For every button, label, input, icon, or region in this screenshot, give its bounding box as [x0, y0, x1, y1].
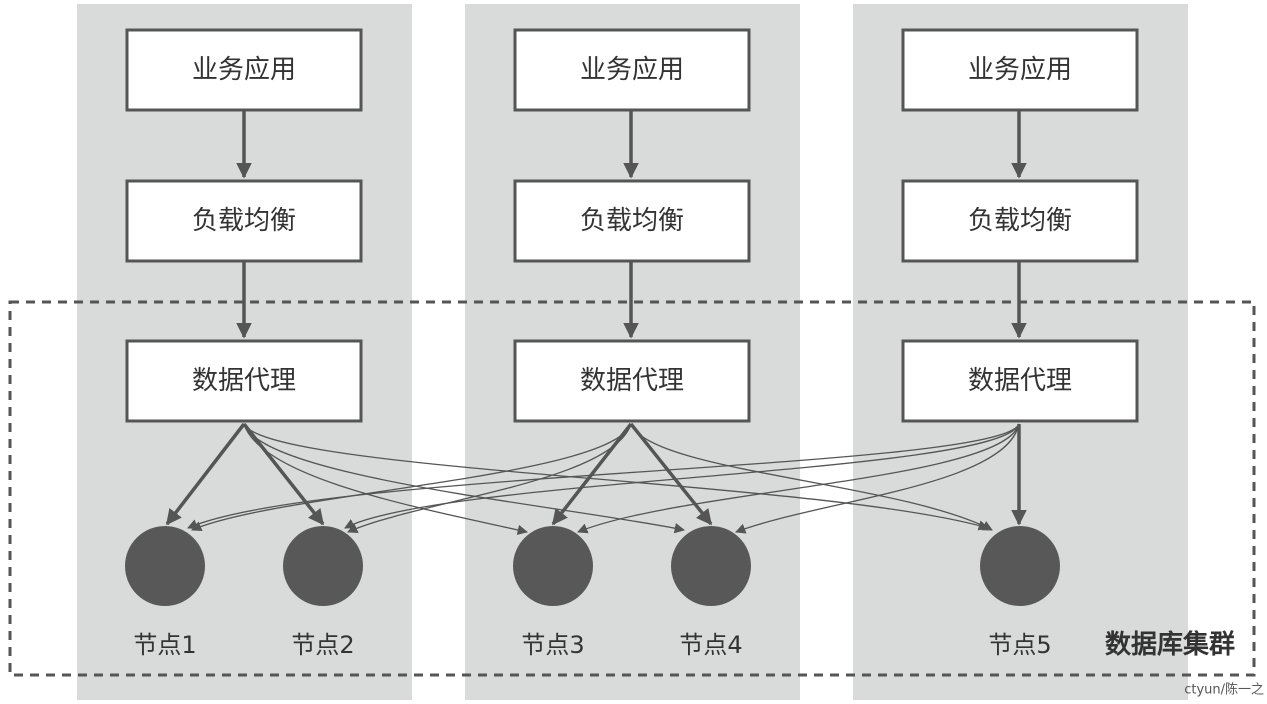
business-app-box-2: 业务应用: [513, 28, 751, 112]
database-node-2: 节点2: [283, 526, 363, 659]
data-proxy-label-2: 数据代理: [580, 366, 684, 396]
arrow-proxy2-node4: [629, 422, 713, 526]
load-balancer-label-2: 负载均衡: [580, 206, 684, 236]
node-circle-3: [513, 526, 593, 606]
load-balancer-box-1: 负载均衡: [125, 179, 363, 263]
database-node-3: 节点3: [513, 526, 593, 659]
secondary-proxy-arrows: [187, 423, 1020, 536]
node-label-2: 节点2: [291, 631, 354, 659]
watermark-text: ctyun/陈一之: [1184, 682, 1264, 698]
load-balancer-label-3: 负载均衡: [968, 206, 1072, 236]
primary-proxy-arrows: [165, 422, 1027, 526]
node-circle-1: [125, 526, 205, 606]
node-label-1: 节点1: [133, 631, 196, 659]
load-balancer-label-1: 负载均衡: [192, 206, 296, 236]
business-app-box-1: 业务应用: [125, 28, 363, 112]
database-node-4: 节点4: [671, 526, 751, 659]
arrow-proxy2-node5: [630, 423, 993, 531]
load-balancer-box-3: 负载均衡: [901, 179, 1139, 263]
database-node-1: 节点1: [125, 526, 205, 659]
node-circle-2: [283, 526, 363, 606]
database-cluster-label: 数据库集群: [1105, 629, 1235, 660]
arrow-proxy2-node2: [347, 423, 632, 533]
arrow-proxy3-node4: [735, 423, 1020, 534]
node-label-4: 节点4: [679, 631, 742, 659]
database-node-5: 节点5: [980, 526, 1060, 659]
business-app-label-1: 业务应用: [192, 55, 296, 85]
data-proxy-box-3: 数据代理: [901, 339, 1139, 423]
business-app-label-2: 业务应用: [580, 55, 684, 85]
arrow-proxy3-node3: [577, 423, 1020, 534]
arrow-proxy1-node2: [242, 422, 325, 526]
data-proxy-label-3: 数据代理: [968, 366, 1072, 396]
database-cluster-boundary: [8, 300, 1256, 677]
data-proxy-label-1: 数据代理: [192, 366, 296, 396]
data-proxy-box-1: 数据代理: [125, 339, 363, 423]
node-label-3: 节点3: [521, 631, 584, 659]
load-balancer-box-2: 负载均衡: [513, 179, 751, 263]
vertical-arrows: [236, 111, 1027, 339]
arrow-proxy1-node3: [243, 423, 529, 536]
arrow-proxy1-node1: [165, 422, 246, 526]
node-circle-5: [980, 526, 1060, 606]
node-circle-4: [671, 526, 751, 606]
business-app-label-3: 业务应用: [968, 55, 1072, 85]
arrow-proxy3-node2: [344, 423, 1020, 529]
arrow-proxy2-node3: [551, 422, 633, 526]
arrow-proxy1-node5: [243, 423, 990, 531]
business-app-box-3: 业务应用: [901, 28, 1139, 112]
arrow-proxy2-node1: [191, 423, 632, 532]
arrow-proxy3-node1: [187, 423, 1020, 530]
data-proxy-box-2: 数据代理: [513, 339, 751, 423]
node-label-5: 节点5: [988, 631, 1051, 659]
